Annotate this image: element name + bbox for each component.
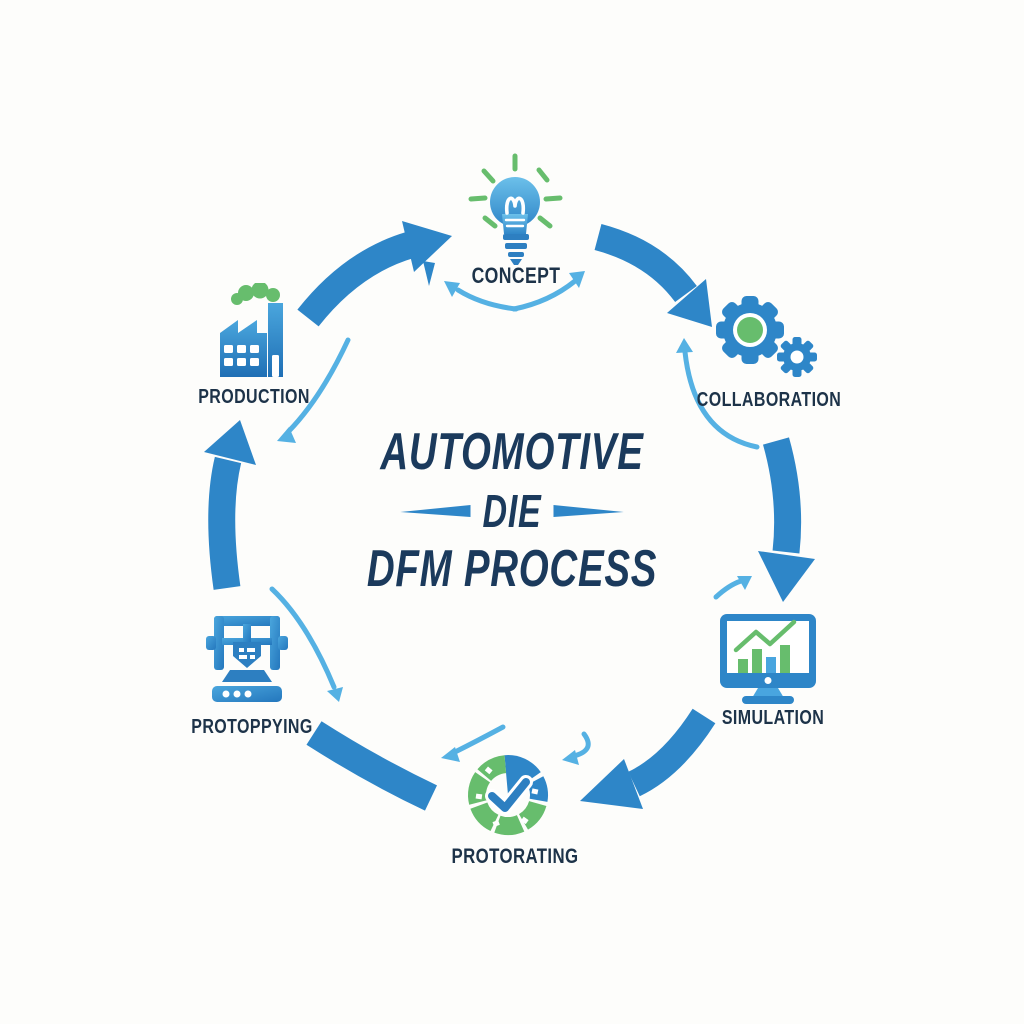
right-dash-icon [553,505,624,517]
monitor-chart-icon [720,614,816,704]
check-wheel-icon [468,755,548,836]
left-dash-icon [400,505,471,517]
thin-arrow-above-protorating-right [562,731,591,765]
wheel-segments [468,755,548,836]
small-arrowhead-under-concept [423,261,435,286]
chimney [268,303,283,377]
thin-arrow-above-protorating-left [441,724,506,762]
smoke-puffs [231,283,280,305]
gears-icon [716,296,817,377]
title-line-3: DFM PROCESS [366,540,658,598]
thin-arrow-past-protoppying [269,586,343,702]
title-line-1: AUTOMOTIVE [380,423,644,481]
arrow-collaboration-to-simulation [758,437,815,602]
thin-arrow-to-simulation [713,576,752,600]
stage-label-simulation: SIMULATION [721,707,825,729]
stage-label-production: PRODUCTION [198,386,310,408]
thin-arrow-to-production [277,337,351,443]
title-line-2-row: DIE [133,488,891,534]
stage-label-concept: CONCEPT [471,263,561,288]
stage-label-collaboration: COLLABORATION [696,389,842,411]
stage-label-protorating: PROTORATING [451,845,579,868]
thin-arrow-to-collaboration [676,338,760,450]
large-gear [716,296,784,364]
arrow-production-to-concept [297,221,452,327]
arrow-protoppying-to-production [204,420,256,590]
print-bed [222,670,272,682]
printer-3d-icon [206,616,288,702]
thin-arrow-under-concept-right [511,271,585,312]
stage-label-protoppying: PROTOPPYING [191,716,313,738]
arrow-protorating-to-protoppying [306,721,438,811]
screen-bar-chart [733,619,797,673]
printer-frame [206,616,288,670]
title-line-2: DIE [482,485,542,537]
arrow-concept-to-collaboration [594,223,712,327]
thin-arrow-under-concept-left [444,281,519,312]
arrow-simulation-to-protorating [580,708,716,809]
factory-windows [224,345,279,377]
check-mark [485,775,533,815]
small-gear [777,337,817,377]
factory-icon [220,283,283,377]
lightbulb-rays [468,153,563,229]
lightbulb-icon [468,153,563,265]
